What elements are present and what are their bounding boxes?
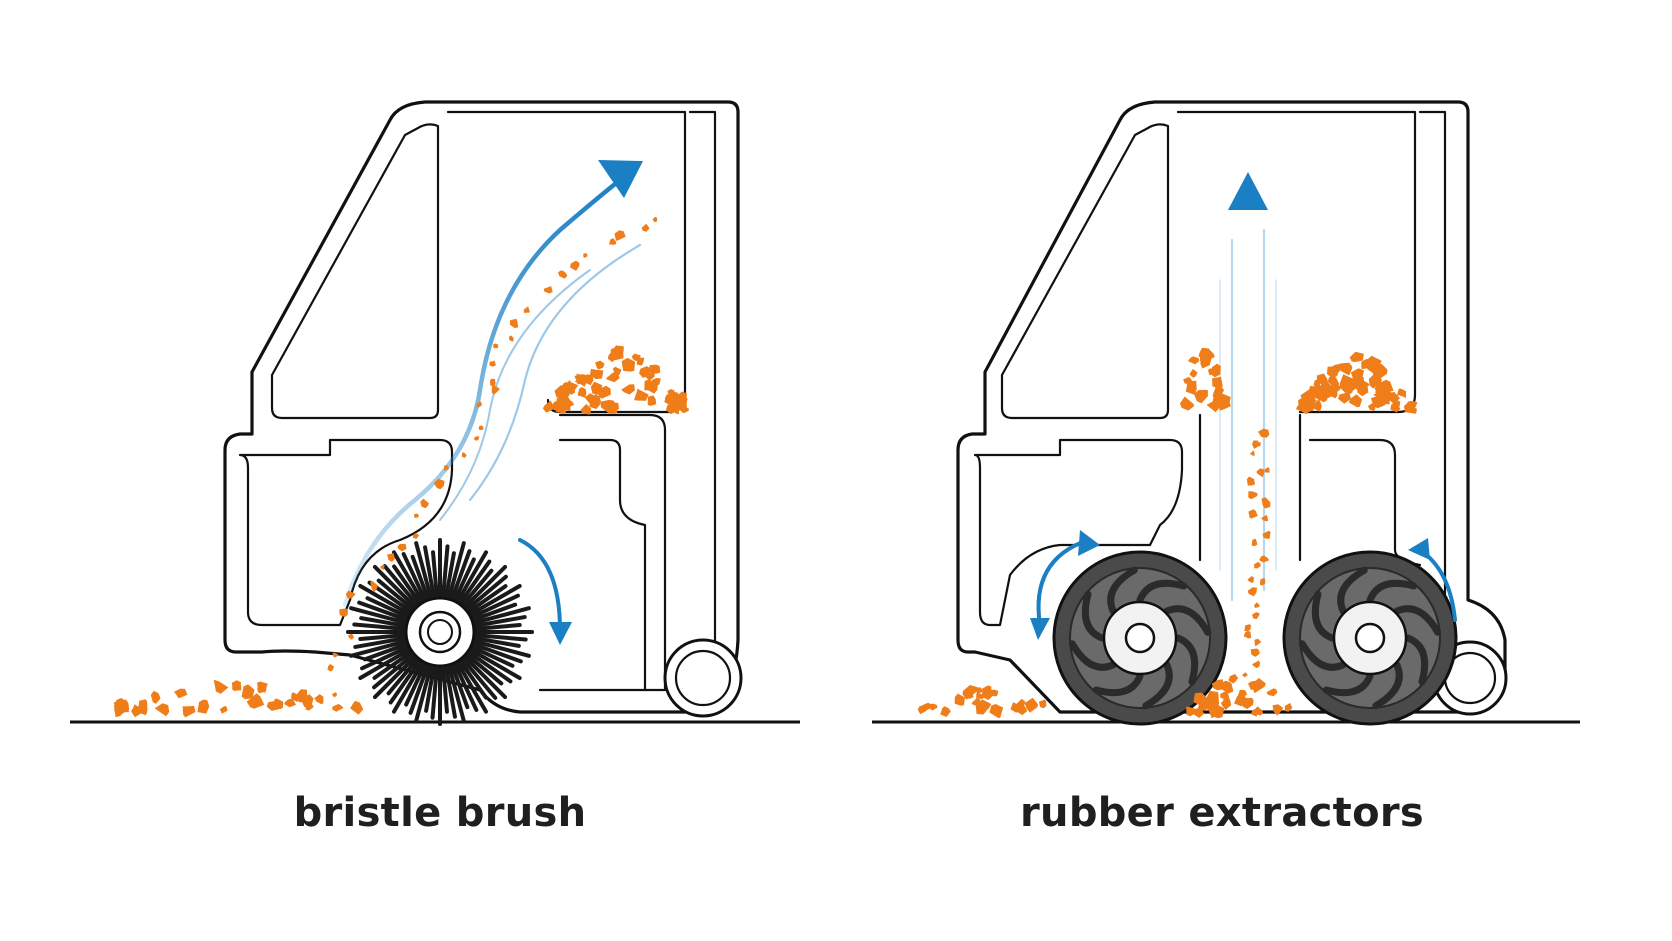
cleaner-body-outline	[956, 100, 1507, 714]
debris-floor-left	[113, 679, 364, 718]
rotation-arrow-icon	[1030, 618, 1050, 640]
caption-rubber-extractors: rubber extractors	[1020, 790, 1424, 836]
airflow-arrows-right	[1030, 172, 1457, 640]
cleaner-body-outline	[223, 100, 740, 714]
lower-compartment	[238, 438, 454, 627]
right-compartment	[1308, 438, 1422, 567]
duct-wall	[538, 413, 667, 692]
debris-stream-left	[327, 216, 658, 698]
cleaner-window	[270, 123, 440, 420]
left-compartment	[973, 438, 1184, 627]
airflow-arrow-icon	[598, 160, 643, 198]
duct-inner	[558, 438, 647, 692]
bristle-brush-cleaner	[70, 100, 800, 726]
bin-side-panel	[1418, 110, 1447, 602]
bristle-brush-roller-icon	[346, 538, 534, 726]
debris-pile-left	[542, 345, 689, 415]
rubber-extractor-roller-icon	[1052, 550, 1458, 726]
debris-stream-right	[1237, 428, 1271, 717]
rotation-arrow-icon	[1078, 530, 1100, 556]
caption-bristle-brush: bristle brush	[293, 790, 587, 836]
bin-side-panel	[688, 110, 717, 662]
debris-pile-right	[1179, 347, 1418, 415]
rotation-arrow-icon	[549, 622, 572, 645]
rubber-extractor-cleaner	[872, 100, 1580, 726]
airflow-arrow-icon	[1228, 172, 1268, 210]
rotation-arrow-icon	[1408, 538, 1430, 560]
rear-wheel-left	[663, 638, 743, 718]
debris-floor-right	[917, 674, 1293, 719]
cleaner-window	[1000, 123, 1170, 420]
airflow-arrows-left	[342, 160, 643, 645]
